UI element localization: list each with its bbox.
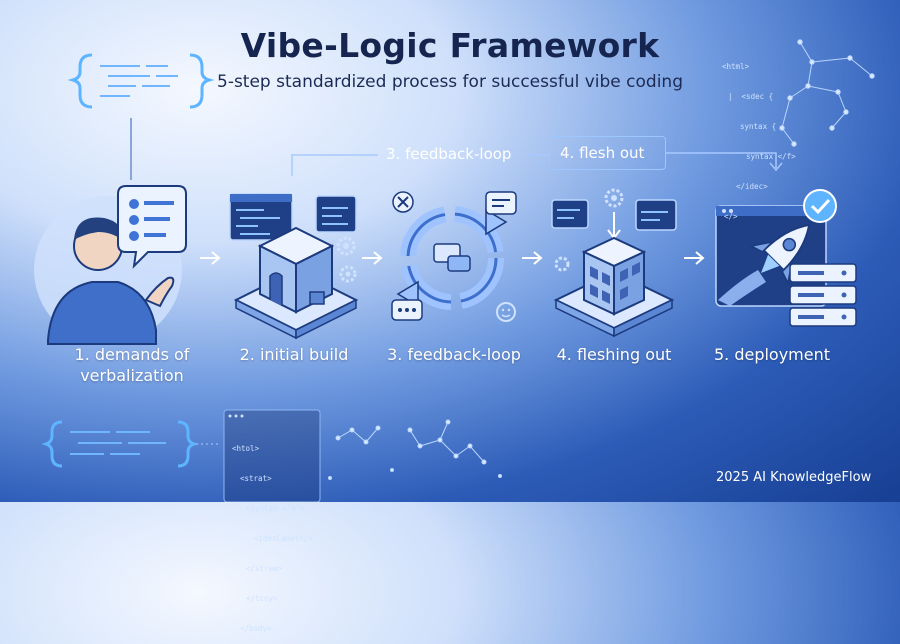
page-subtitle: 5-step standardized process for successf… — [217, 72, 683, 92]
code-line: </body> — [240, 624, 272, 633]
cycle-arrows-icon — [391, 191, 517, 322]
code-line: <htol> — [232, 444, 260, 453]
code-line: </> — [724, 212, 738, 221]
code-line: <strat> — [240, 474, 272, 483]
code-line: | <sdec { — [728, 92, 774, 101]
code-line: <idexCanet</> — [254, 534, 313, 543]
flesh-out-connector-box — [549, 136, 666, 170]
code-braces-icon — [67, 53, 215, 109]
credit-text: 2025 AI KnowledgeFlow — [716, 470, 872, 485]
code-line: </tcoy> — [246, 594, 278, 603]
cube-build-icon — [229, 193, 359, 340]
step-4-label: 4. fleshing out — [556, 345, 672, 364]
code-line: </stree> — [246, 564, 283, 573]
rocket-server-icon — [715, 189, 857, 327]
code-line: <html> — [722, 62, 750, 71]
code-line: syntax { — [740, 122, 777, 131]
page-title: Vibe-Logic Framework — [240, 26, 660, 65]
code-line: <syntax ="s"> — [246, 504, 305, 513]
code-line: syntax </f> — [746, 152, 796, 161]
code-line: </idec> — [736, 182, 768, 191]
feedback-loop-connector-label: 3. feedback-loop — [386, 145, 512, 163]
code-snippet-bottom: <htol> <strat> <syntax ="s"> <idexCanet<… — [232, 424, 313, 644]
person-speech-icon — [34, 185, 187, 345]
step-5-label: 5. deployment — [713, 345, 831, 364]
code-snippet-top: <html> | <sdec { syntax { syntax </f> </… — [722, 42, 796, 232]
constellation-icon — [779, 39, 875, 147]
building-blocks-icon — [551, 188, 677, 338]
code-token: <sdec { — [741, 92, 774, 101]
step-2-label: 2. initial build — [239, 345, 349, 364]
flow-arrows — [200, 251, 705, 265]
step-1-label: 1. demands of verbalization — [74, 345, 190, 385]
flesh-out-connector-label: 4. flesh out — [560, 144, 645, 162]
background-decor — [34, 39, 875, 502]
step-3-label: 3. feedback-loop — [387, 345, 521, 364]
code-braces-icon-bottom — [41, 420, 220, 468]
